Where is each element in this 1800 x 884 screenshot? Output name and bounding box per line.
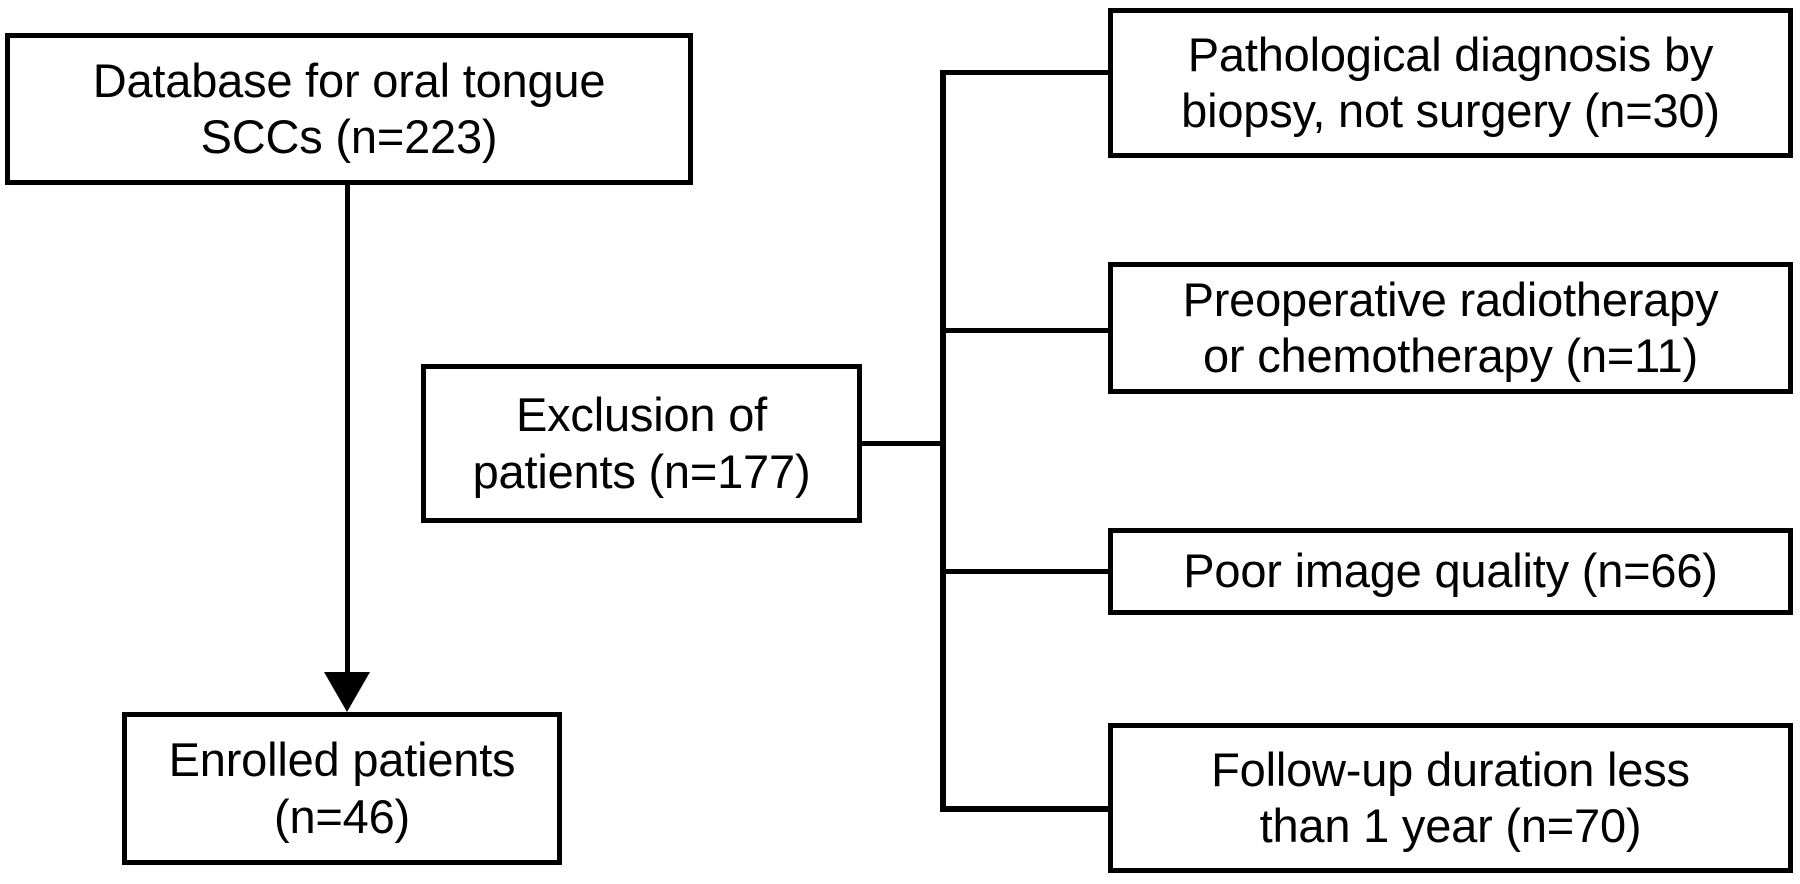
node-exclusion-reason-short-followup: Follow-up duration less than 1 year (n=7…: [1108, 723, 1793, 873]
node-exclusion-reason-preop-label: Preoperative radiotherapy or chemotherap…: [1182, 272, 1719, 382]
connector-exclusion-to-bracket: [862, 441, 945, 446]
arrow-shaft-database-to-enrolled: [345, 185, 350, 680]
connector-arm-preoperative-therapy: [940, 328, 1112, 333]
node-exclusion-reason-followup-label: Follow-up duration less than 1 year (n=7…: [1211, 742, 1690, 852]
connector-arm-short-followup: [940, 806, 1112, 812]
node-database-for-oral-tongue-sccs: Database for oral tongue SCCs (n=223): [5, 33, 693, 185]
node-exclusion-reason-preoperative-therapy: Preoperative radiotherapy or chemotherap…: [1108, 262, 1793, 394]
node-exclusion-reason-poor-image-quality: Poor image quality (n=66): [1108, 528, 1793, 615]
node-database-label: Database for oral tongue SCCs (n=223): [92, 53, 606, 163]
node-exclusion-label: Exclusion of patients (n=177): [472, 388, 811, 498]
connector-bracket-trunk: [940, 70, 946, 811]
node-exclusion-reason-pathology-label: Pathological diagnosis by biopsy, not su…: [1181, 27, 1720, 137]
node-enrolled-label: Enrolled patients (n=46): [168, 733, 516, 843]
connector-arm-pathology: [940, 70, 1112, 75]
arrowhead-down-icon: [324, 672, 370, 712]
node-exclusion-reason-image-label: Poor image quality (n=66): [1183, 544, 1718, 598]
node-exclusion-reason-pathological-diagnosis: Pathological diagnosis by biopsy, not su…: [1108, 8, 1793, 158]
connector-arm-poor-image-quality: [940, 569, 1112, 574]
node-enrolled-patients: Enrolled patients (n=46): [122, 712, 562, 865]
node-exclusion-of-patients: Exclusion of patients (n=177): [421, 364, 862, 523]
